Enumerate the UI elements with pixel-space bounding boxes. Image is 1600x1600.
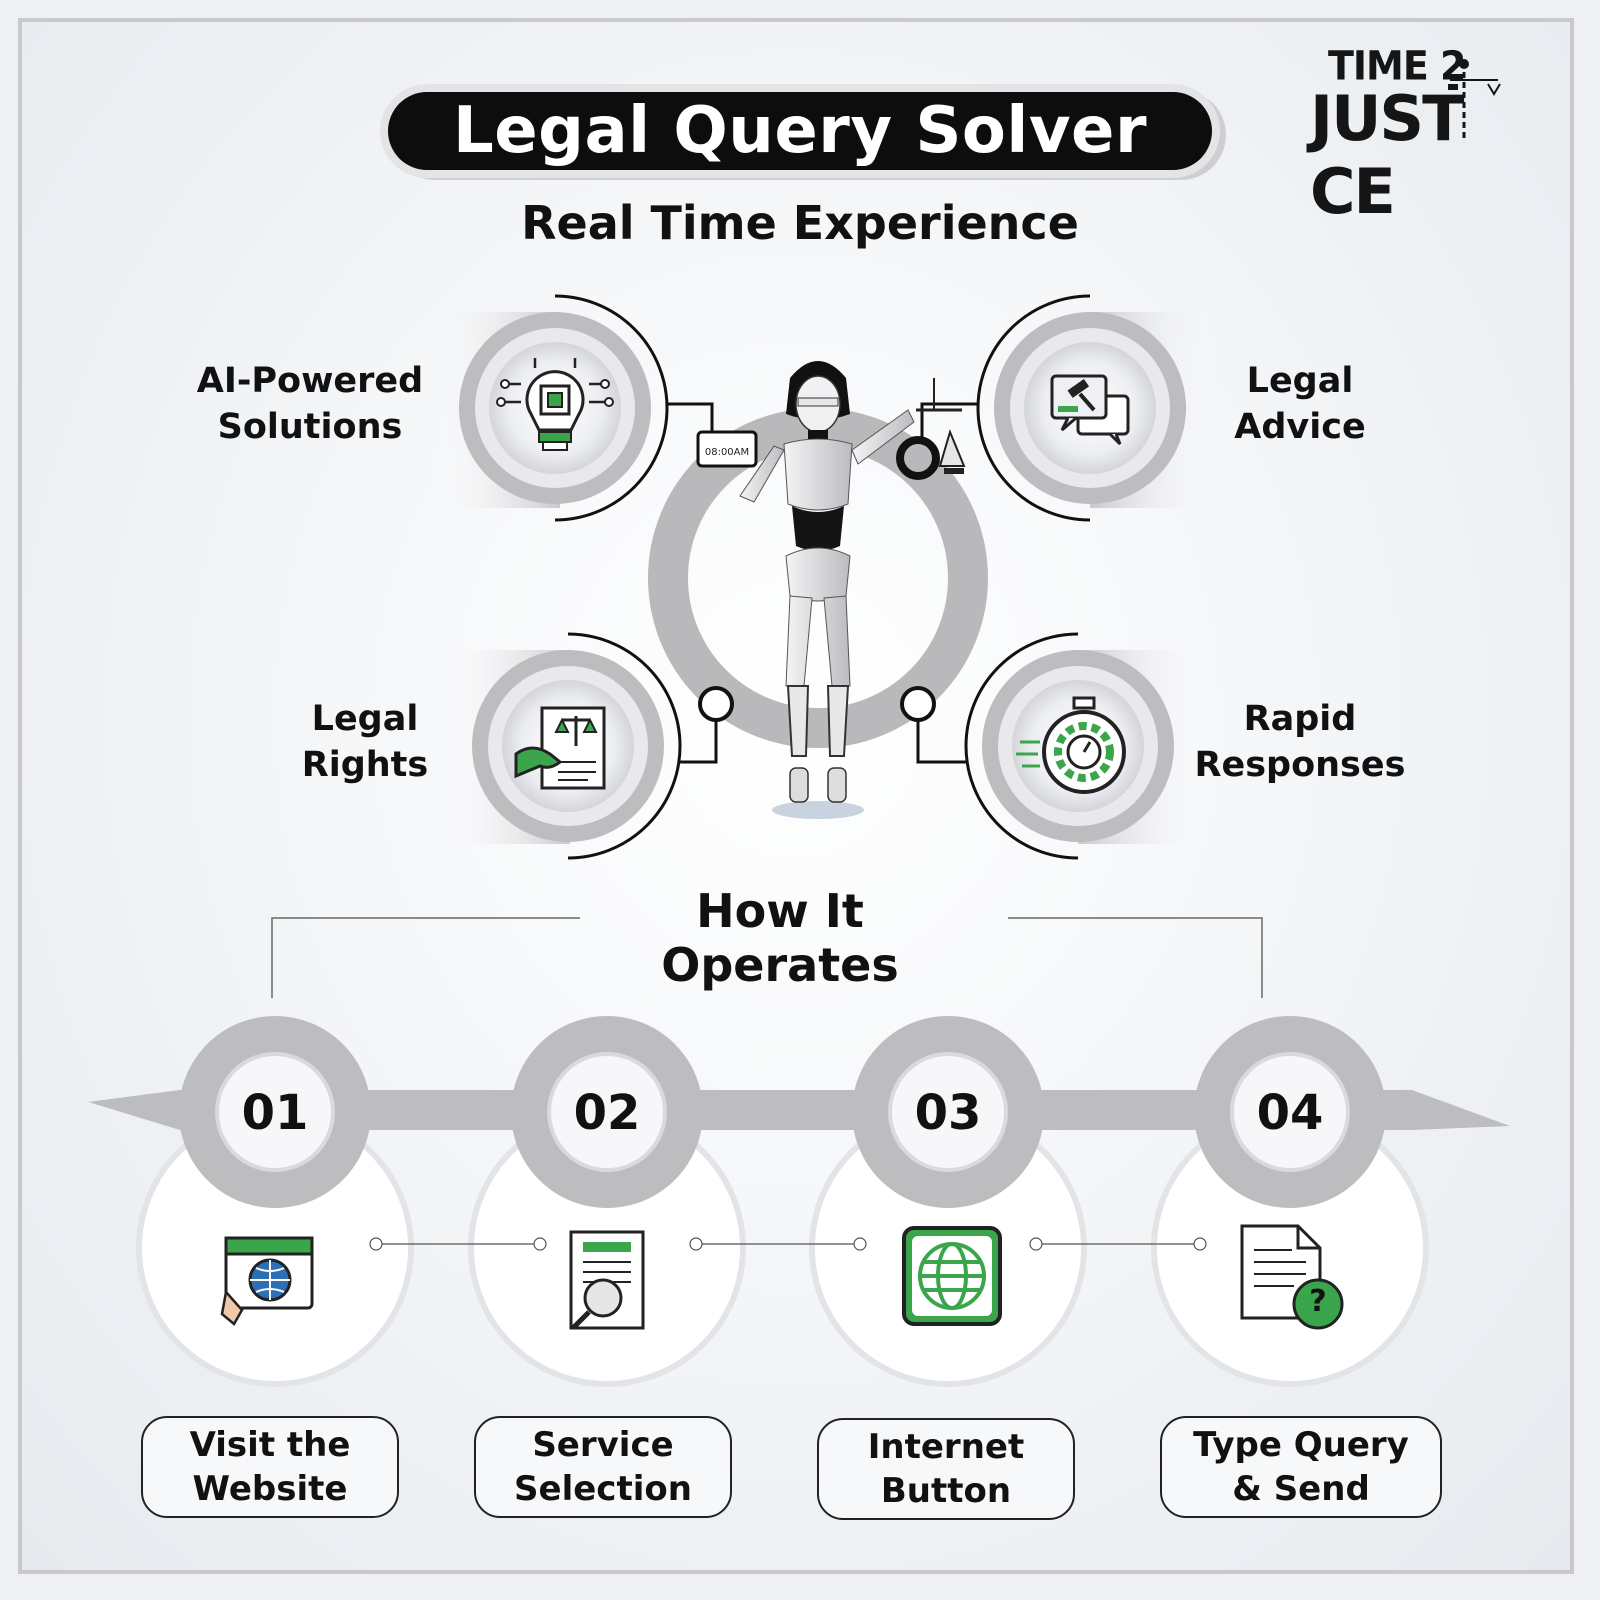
step-node-04 bbox=[1151, 1016, 1429, 1387]
scales-document-icon bbox=[514, 706, 606, 790]
step-number-03: 03 bbox=[914, 1085, 982, 1141]
feature-label-ai-powered: AI-Powered Solutions bbox=[180, 358, 440, 450]
step-label-line: Service bbox=[532, 1425, 674, 1465]
step-label-line: & Send bbox=[1232, 1469, 1370, 1509]
step-track bbox=[88, 1090, 1510, 1130]
step-label-line: Visit the bbox=[189, 1425, 351, 1465]
step-number-04: 04 bbox=[1256, 1085, 1324, 1141]
step-label-line: Internet bbox=[867, 1427, 1025, 1467]
feature-label-rapid-responses: Rapid Responses bbox=[1180, 696, 1420, 788]
ai-bulb-icon bbox=[496, 358, 614, 451]
logo-line-1: TIME 2 bbox=[1328, 42, 1467, 90]
question-mark-icon: ? bbox=[1309, 1284, 1327, 1319]
step-connectors bbox=[369, 1237, 1207, 1251]
feature-label-line: Legal bbox=[311, 699, 419, 739]
tablet-device bbox=[696, 430, 758, 468]
feature-label-line: AI-Powered bbox=[196, 361, 424, 401]
stopwatch-gear-icon bbox=[1016, 696, 1126, 794]
document-search-icon bbox=[569, 1230, 645, 1330]
step-number-02: 02 bbox=[573, 1085, 641, 1141]
section-title-how-it-operates: How It Operates bbox=[661, 884, 899, 992]
step-label-line: Website bbox=[192, 1469, 348, 1509]
feature-label-line: Solutions bbox=[217, 407, 403, 447]
step-label-line: Button bbox=[880, 1471, 1012, 1511]
page-title: Legal Query Solver bbox=[388, 92, 1212, 170]
tablet-time: 08:00AM bbox=[705, 447, 749, 458]
feature-label-line: Rights bbox=[301, 745, 429, 785]
robot-lady-illustration bbox=[739, 361, 966, 819]
feature-label-line: Advice bbox=[1234, 407, 1366, 447]
feature-label-line: Legal bbox=[1246, 361, 1354, 401]
step-label-line: Selection bbox=[514, 1469, 692, 1509]
step-node-01 bbox=[136, 1016, 414, 1387]
logo-line-2: JUST CE bbox=[1310, 82, 1464, 228]
feature-label-legal-advice: Legal Advice bbox=[1190, 358, 1410, 450]
step-node-03 bbox=[809, 1016, 1087, 1387]
section-title-real-time: Real Time Experience bbox=[521, 196, 1079, 250]
document-question-icon bbox=[1240, 1224, 1344, 1330]
feature-label-legal-rights: Legal Rights bbox=[260, 696, 470, 788]
feature-label-line: Responses bbox=[1194, 745, 1406, 785]
feature-label-line: Rapid bbox=[1243, 699, 1357, 739]
time2justice-logo: TIME 2 JUST CE bbox=[1310, 42, 1550, 228]
step-label-line: Type Query bbox=[1193, 1425, 1409, 1465]
step-number-01: 01 bbox=[241, 1085, 309, 1141]
scales-of-justice-icon bbox=[1448, 59, 1501, 142]
gavel-chat-icon bbox=[1050, 374, 1130, 446]
how-it-operates-bracket bbox=[271, 917, 1263, 998]
globe-button-icon bbox=[902, 1226, 1002, 1326]
browser-globe-icon bbox=[220, 1236, 314, 1326]
step-label-04: Type Query& Send bbox=[1160, 1416, 1442, 1518]
